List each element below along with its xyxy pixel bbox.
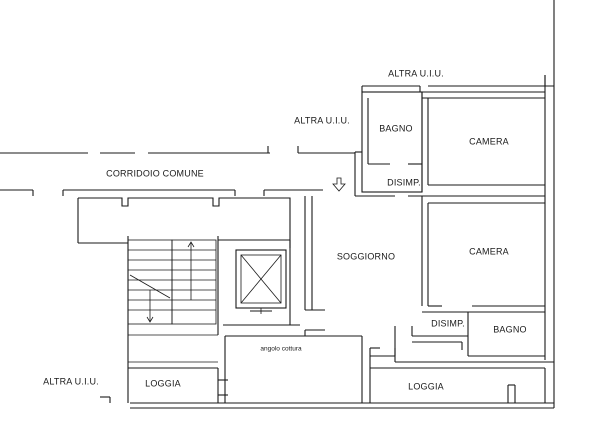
down-arrow-icon [332,177,346,192]
label-loggia-left: LOGGIA [145,378,181,388]
label-altra-uiu-bottom: ALTRA U.I.U. [43,376,99,386]
label-camera-top: CAMERA [469,136,509,146]
label-camera-bottom: CAMERA [469,246,509,256]
apartment-walls [100,75,554,403]
label-altra-uiu-mid: ALTRA U.I.U. [294,115,350,125]
stair-lift-block [77,197,300,403]
corridor-walls [0,146,355,196]
label-corridoio-comune: CORRIDOIO COMUNE [106,168,204,178]
label-loggia-right: LOGGIA [408,381,444,391]
label-disimp-top: DISIMP. [387,177,421,187]
label-disimp-bottom: DISIMP. [431,318,465,328]
label-angolo-cottura: angolo cottura [260,346,302,353]
label-bagno-top: BAGNO [379,123,413,133]
lift-shaft [235,249,287,314]
label-soggiorno: SOGGIORNO [337,251,395,261]
staircase [127,239,218,363]
exterior-walls [130,0,555,409]
label-altra-uiu-top: ALTRA U.I.U. [388,68,444,78]
label-bagno-bottom: BAGNO [493,324,527,334]
